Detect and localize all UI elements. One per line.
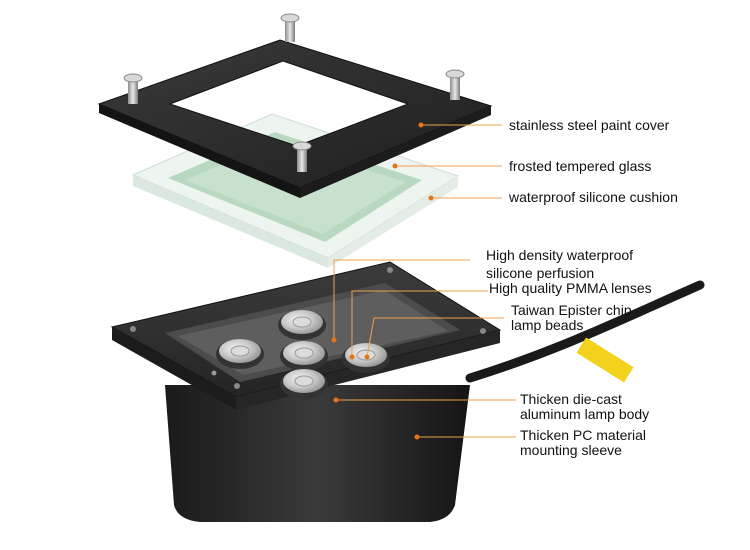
label-lenses-text: High quality PMMA lenses: [489, 280, 652, 296]
label-body-line2: aluminum lamp body: [520, 406, 650, 422]
leader-chip: [366, 317, 504, 358]
label-glass: frosted tempered glass: [509, 159, 651, 174]
leader-lenses: [351, 290, 488, 357]
label-glass-text: frosted tempered glass: [509, 158, 652, 174]
label-cover-text: stainless steel paint cover: [509, 117, 670, 133]
label-chip: Taiwan Epister chip lamp beads: [511, 303, 632, 333]
label-chip-line2: lamp beads: [511, 317, 584, 333]
label-sleeve-line1: Thicken PC material: [520, 427, 647, 443]
label-sleeve: Thicken PC material mounting sleeve: [520, 428, 646, 458]
leader-perfusion: [333, 259, 470, 340]
screw-icon: [292, 141, 312, 172]
lens-icon: [280, 369, 328, 399]
label-body-line1: Thicken die-cast: [520, 391, 622, 407]
label-cushion: waterproof silicone cushion: [509, 190, 678, 205]
label-chip-line1: Taiwan Epister chip: [511, 302, 632, 318]
screw-icon: [280, 13, 300, 42]
leader-dots: [331, 122, 434, 440]
label-cushion-text: waterproof silicone cushion: [509, 189, 678, 205]
mounting-sleeve: [165, 385, 470, 522]
steel-cover: [97, 13, 493, 198]
label-perfusion: High density waterproof silicone perfusi…: [486, 246, 633, 282]
label-perfusion-line1: High density waterproof: [486, 247, 634, 263]
screw-icon: [445, 69, 465, 100]
label-perfusion-line2: silicone perfusion: [486, 265, 595, 281]
label-cover: stainless steel paint cover: [509, 118, 669, 133]
leader-lines: [333, 124, 516, 438]
label-lenses: High quality PMMA lenses: [489, 281, 652, 296]
label-sleeve-line2: mounting sleeve: [520, 442, 622, 458]
screw-icon: [123, 73, 143, 104]
lens-icon: [216, 339, 264, 369]
cable-tag: [576, 337, 634, 383]
lens-icon: [280, 341, 328, 371]
power-cable: [465, 280, 705, 383]
lens-icon: [278, 310, 326, 340]
label-body: Thicken die-cast aluminum lamp body: [520, 392, 649, 422]
